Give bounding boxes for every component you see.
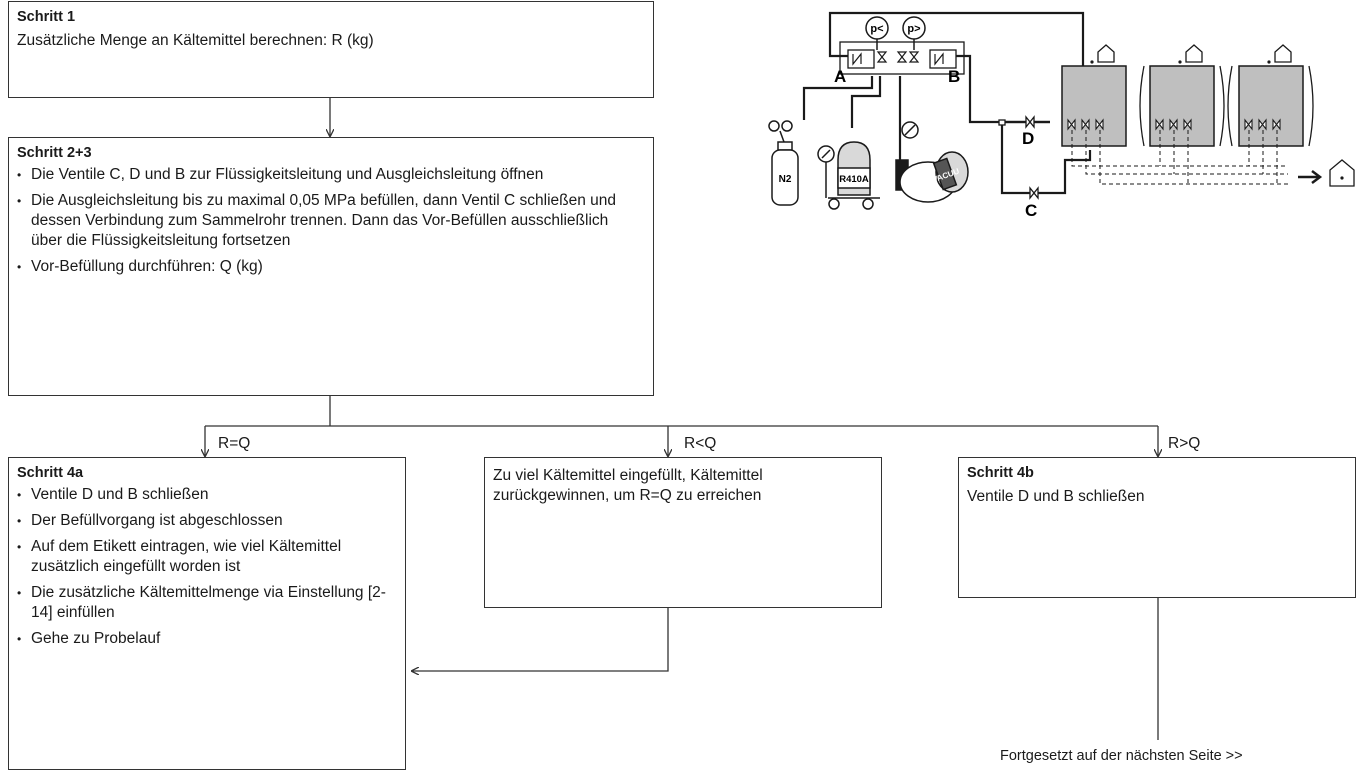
step23-bullet: Vor-Befüllung durchführen: Q (kg) [9, 257, 643, 277]
step23-title: Schritt 2+3 [17, 145, 92, 161]
step4a-bullet: Die zusätzliche Kältemittelmenge via Ein… [9, 583, 395, 623]
step23-bullet: Die Ventile C, D und B zur Flüssigkeitsl… [9, 165, 643, 185]
outdoor-unit-1 [1061, 65, 1127, 147]
valve-d-label: D [1022, 129, 1034, 148]
pipe-manifold-loop [828, 11, 1085, 117]
valve-d-icon [1025, 115, 1035, 129]
house-icon [1274, 44, 1292, 63]
branch-label-equal: R=Q [218, 435, 251, 452]
step4b-text: Ventile D und B schließen [967, 488, 1145, 505]
refrigerant-schematic: p< p> A B D C N2 R410A VACUU [768, 11, 1355, 220]
pipe-c-line [1000, 122, 1092, 195]
house-icon [1329, 159, 1355, 187]
overcharge-text: Zu viel Kältemittel eingefüllt, Kältemit… [493, 467, 763, 504]
step23-list: Die Ventile C, D und B zur Flüssigkeitsl… [9, 165, 643, 277]
gauge-low-label: p< [870, 23, 883, 35]
arrow-overcharge-to-step4a [412, 608, 669, 671]
branch-label-less: R<Q [684, 435, 717, 452]
outdoor-unit-2 [1149, 65, 1215, 147]
step1-title: Schritt 1 [17, 9, 76, 25]
step4b-title: Schritt 4b [967, 465, 1034, 481]
house-icon [1097, 44, 1115, 63]
step23-bullet: Die Ausgleichsleitung bis zu maximal 0,0… [9, 191, 643, 251]
overcharge-box: Zu viel Kältemittel eingefüllt, Kältemit… [484, 457, 882, 608]
step4a-bullet: Auf dem Etikett eintragen, wie viel Kält… [9, 537, 395, 577]
gauge-low-icon [865, 16, 889, 40]
branch-label-greater: R>Q [1168, 435, 1201, 452]
nitrogen-label: N2 [779, 174, 792, 185]
pipe-to-r410a [850, 76, 882, 128]
gauge-high-icon [902, 16, 926, 40]
pipe-to-nitrogen [802, 76, 874, 120]
vacuum-pump-icon [895, 121, 969, 203]
gauge-high-label: p> [907, 23, 920, 35]
pipe-b-to-units [956, 54, 1050, 124]
arrow-right-icon [1298, 170, 1323, 184]
step4b-box: Schritt 4b Ventile D und B schließen [958, 457, 1356, 598]
step4a-bullet: Gehe zu Probelauf [9, 629, 395, 649]
step4a-title: Schritt 4a [17, 465, 84, 481]
continued-note: Fortgesetzt auf der nächsten Seite >> [1000, 748, 1243, 764]
step1-text: Zusätzliche Menge an Kältemittel berechn… [17, 32, 374, 49]
valve-b-label: B [948, 67, 960, 86]
r410a-cylinder-icon [817, 141, 880, 210]
step1-box: Schritt 1 Zusätzliche Menge an Kältemitt… [8, 1, 654, 98]
r410a-label: R410A [839, 174, 869, 185]
nitrogen-cylinder-icon [768, 120, 799, 206]
step4a-bullet: Der Befüllvorgang ist abgeschlossen [9, 511, 395, 531]
step4a-box: Schritt 4a Ventile D und B schließen Der… [8, 457, 406, 770]
outdoor-unit-3 [1238, 65, 1304, 147]
valve-c-label: C [1025, 201, 1037, 220]
valve-a-label: A [834, 67, 846, 86]
step4a-bullet: Ventile D und B schließen [9, 485, 395, 505]
house-icon [1185, 44, 1203, 63]
step23-box: Schritt 2+3 Die Ventile C, D und B zur F… [8, 137, 654, 396]
step4a-list: Ventile D und B schließen Der Befüllvorg… [9, 485, 395, 649]
valve-c-icon [1029, 186, 1039, 200]
